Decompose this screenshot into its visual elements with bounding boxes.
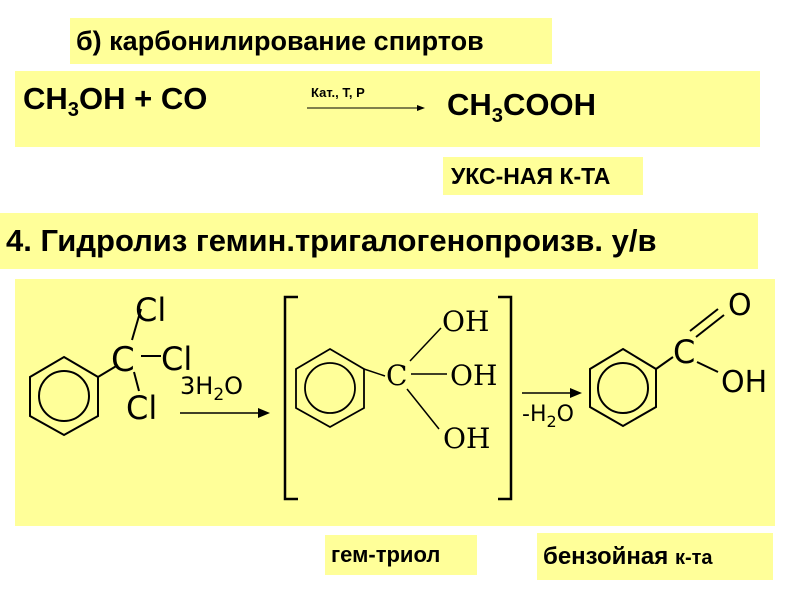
trichloro-carbon: C <box>111 340 135 380</box>
bond-c-oh-product <box>696 361 719 373</box>
gem-triol-label: гем-триол <box>325 535 477 575</box>
bond-c-cl-bottom <box>133 371 140 392</box>
section-4-title: 4. Гидролиз гемин.тригалогенопроизв. у/в <box>0 213 758 269</box>
carboxyl-carbon: C <box>673 333 695 371</box>
chlorine-top: Cl <box>135 291 166 329</box>
benzene-ring-triol <box>295 347 365 429</box>
hydroxyl-top: OH <box>442 305 489 338</box>
arrow-to-triol-icon <box>180 408 270 418</box>
water-reagent: 3H2O <box>180 372 243 405</box>
water-elimination: -H2O <box>522 402 574 431</box>
bond-ring-c <box>97 364 119 378</box>
hydrolysis-scheme: C Cl Cl Cl 3H2O C OH OH OH <box>15 279 775 526</box>
bond-c-cl-top <box>131 308 142 341</box>
double-bond-c-o-1 <box>689 308 719 332</box>
benzene-ring-reactant <box>29 355 99 437</box>
carbonylation-equation: CH3OH + CO Кат., T, P CH3COOH <box>15 71 760 147</box>
carboxyl-hydroxyl: OH <box>721 365 767 400</box>
hydroxyl-bottom: OH <box>443 422 490 455</box>
chlorine-right: Cl <box>161 340 192 378</box>
equation-reactants: CH3OH + CO <box>23 81 208 122</box>
chlorine-bottom: Cl <box>126 389 157 427</box>
section-b-title: б) карбонилирование спиртов <box>70 18 552 64</box>
reaction-conditions: Кат., T, P <box>311 85 365 100</box>
bond-c-oh-top <box>409 327 442 362</box>
arrow-to-benzoic-icon <box>522 388 582 398</box>
benzene-ring-product <box>589 347 657 428</box>
square-brackets <box>283 295 513 501</box>
reaction-arrow-icon <box>307 105 425 111</box>
triol-carbon: C <box>386 359 407 392</box>
acetic-acid-label: УКС-НАЯ К-ТА <box>443 157 643 195</box>
hydrolysis-scheme-drawing: C Cl Cl Cl 3H2O C OH OH OH <box>29 288 767 501</box>
bond-ring-c-triol <box>363 368 386 377</box>
bond-ring-c-product <box>655 356 674 370</box>
benzoic-acid-label: бензойная к-та <box>537 533 773 580</box>
double-bond-c-o-2 <box>695 314 725 338</box>
hydroxyl-middle: OH <box>450 359 497 392</box>
carbonyl-oxygen: O <box>728 288 752 323</box>
equation-product: CH3COOH <box>447 87 596 128</box>
bond-c-oh-bottom <box>406 388 440 430</box>
